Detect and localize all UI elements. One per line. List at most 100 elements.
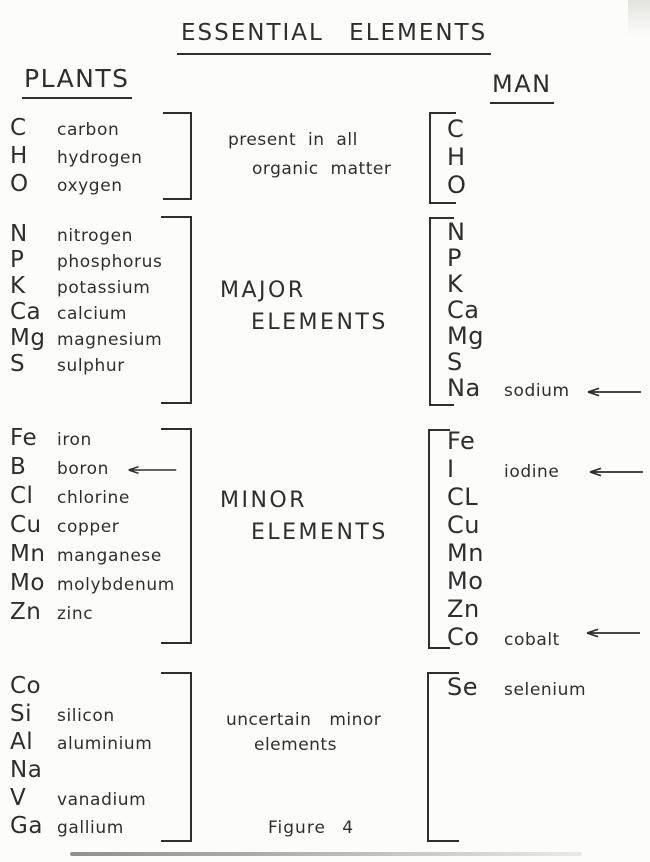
element-name: zinc — [57, 604, 94, 624]
element-row: N — [447, 218, 570, 246]
element-symbol: P — [10, 247, 25, 273]
element-row: Mg — [447, 322, 570, 350]
element-row: Mo molybdenum — [10, 570, 175, 600]
element-symbol: Mo — [447, 567, 484, 595]
element-name: oxygen — [57, 176, 123, 196]
element-symbol: Cu — [10, 512, 42, 538]
organic-label-line2: organic matter — [252, 159, 392, 179]
element-symbol: I — [447, 455, 455, 483]
element-name: manganese — [57, 546, 162, 566]
element-row: Fe — [447, 428, 560, 456]
element-symbol: K — [10, 273, 26, 299]
element-symbol: Zn — [10, 599, 42, 625]
element-symbol: Mn — [447, 539, 484, 567]
element-symbol: H — [10, 143, 28, 169]
element-symbol: Co — [10, 673, 42, 699]
minor-label-line2: ELEMENTS — [251, 520, 388, 545]
plants-organic-bracket — [163, 112, 192, 200]
element-symbol: Ca — [447, 296, 480, 324]
plants-major-bracket — [161, 216, 192, 404]
element-symbol: CL — [447, 483, 479, 511]
boron-left-arrow-icon — [128, 465, 177, 475]
element-row: Na — [10, 757, 152, 786]
major-label-line1: MAJOR — [220, 278, 306, 303]
element-name: sulphur — [57, 356, 125, 376]
scan-artifact-line — [70, 852, 582, 856]
uncertain-label-line2: elements — [254, 735, 337, 755]
element-name: calcium — [57, 304, 128, 324]
plants-column-header: PLANTS — [22, 64, 132, 99]
element-symbol: H — [447, 143, 466, 171]
element-name: gallium — [57, 818, 124, 838]
element-name: vanadium — [57, 790, 147, 810]
element-name: molybdenum — [57, 575, 175, 595]
minor-label-line1: MINOR — [220, 488, 308, 513]
element-name: boron — [57, 459, 109, 479]
element-symbol: K — [447, 270, 464, 298]
element-name: hydrogen — [57, 148, 143, 168]
element-row: Ca — [447, 296, 570, 324]
element-symbol: P — [447, 244, 462, 272]
element-row: K — [447, 270, 570, 298]
element-row: H — [447, 144, 504, 172]
element-symbol: Zn — [447, 595, 480, 623]
element-symbol: C — [447, 115, 465, 143]
element-name: aluminium — [57, 734, 153, 754]
element-name: iron — [57, 430, 92, 450]
element-symbol: N — [447, 218, 466, 246]
element-symbol: Co — [447, 623, 480, 651]
element-row: CL — [447, 484, 560, 512]
cobalt-left-arrow-icon — [586, 628, 640, 638]
element-symbol: Fe — [10, 425, 38, 451]
plants-uncertain-bracket — [161, 672, 192, 842]
element-row: P — [447, 244, 570, 272]
man-major-bracket — [429, 217, 454, 406]
element-name: cobalt — [504, 630, 560, 650]
element-symbol: Mo — [10, 570, 45, 596]
major-label-line2: ELEMENTS — [251, 310, 388, 335]
organic-label-line1: present in all — [228, 130, 358, 150]
element-symbol: V — [10, 785, 27, 811]
element-symbol: C — [10, 115, 27, 141]
element-symbol: Si — [10, 701, 32, 727]
element-symbol: S — [447, 348, 463, 376]
man-organic-group: C H O — [447, 116, 504, 200]
scan-artifact-corner — [628, 0, 650, 36]
element-symbol: Mg — [447, 322, 484, 350]
element-row: C — [447, 116, 504, 144]
element-name: carbon — [57, 120, 120, 140]
page-title: ESSENTIAL ELEMENTS — [177, 20, 492, 55]
element-row: Co cobalt — [447, 624, 560, 652]
man-column-header: MAN — [490, 70, 554, 104]
element-name: magnesium — [57, 330, 163, 350]
man-uncertain-bracket — [427, 672, 459, 842]
iodine-left-arrow-icon — [589, 467, 643, 477]
element-row: Mn — [447, 540, 560, 568]
element-symbol: N — [10, 221, 28, 247]
element-row: Mo — [447, 568, 560, 596]
element-row: O — [447, 172, 504, 200]
man-organic-bracket — [429, 112, 456, 204]
